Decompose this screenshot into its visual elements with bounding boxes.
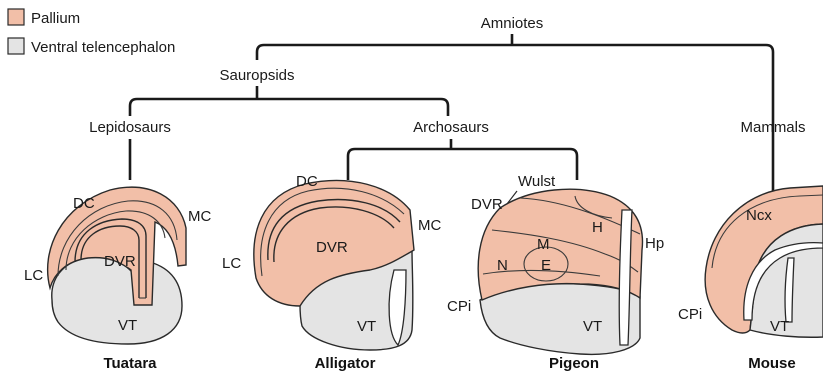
node-label-amniotes: Amniotes xyxy=(481,15,544,32)
species-name-tuatara: Tuatara xyxy=(103,355,157,372)
alligator-label-lc: LC xyxy=(222,255,241,272)
pigeon-label-m: M xyxy=(537,236,550,253)
node-label-sauropsids: Sauropsids xyxy=(219,67,294,84)
legend-label-ventral-telencephalon: Ventral telencephalon xyxy=(31,39,175,56)
legend-label-pallium: Pallium xyxy=(31,10,80,27)
pigeon-ventral-telencephalon xyxy=(480,284,640,355)
pigeon-label-hp: Hp xyxy=(645,235,664,252)
tuatara-label-vt: VT xyxy=(118,317,137,334)
pigeon-label-n: N xyxy=(497,257,508,274)
alligator-label-mc: MC xyxy=(418,217,441,234)
pigeon-label-vt: VT xyxy=(583,318,602,335)
pigeon-label-dvr: DVR xyxy=(471,196,503,213)
node-label-lepidosaurs: Lepidosaurs xyxy=(89,119,171,136)
tuatara-label-mc: MC xyxy=(188,208,211,225)
tuatara-label-lc: LC xyxy=(24,267,43,284)
alligator-brain: DC MC LC DVR VT Alligator xyxy=(222,173,441,372)
tuatara-brain: DC MC LC DVR VT Tuatara xyxy=(24,187,211,372)
node-label-archosaurs: Archosaurs xyxy=(413,119,489,136)
tuatara-label-dvr: DVR xyxy=(104,253,136,270)
tuatara-label-dc: DC xyxy=(73,195,95,212)
mouse-label-cpi: CPi xyxy=(678,306,702,323)
mouse-brain: Ncx CPi VT Mouse xyxy=(678,186,823,372)
legend-swatch-pallium xyxy=(8,9,24,25)
pigeon-label-e: E xyxy=(541,257,551,274)
alligator-label-dvr: DVR xyxy=(316,239,348,256)
node-label-mammals: Mammals xyxy=(740,119,805,136)
phylogenetic-tree: Amniotes Sauropsids Lepidosaurs Archosau… xyxy=(89,15,805,192)
legend: Pallium Ventral telencephalon xyxy=(8,9,175,56)
pigeon-label-wulst: Wulst xyxy=(518,173,556,190)
alligator-label-dc: DC xyxy=(296,173,318,190)
pigeon-label-cpi: CPi xyxy=(447,298,471,315)
species-name-alligator: Alligator xyxy=(315,355,376,372)
legend-swatch-ventral-telencephalon xyxy=(8,38,24,54)
species-name-mouse: Mouse xyxy=(748,355,796,372)
pigeon-brain: Wulst DVR H M Hp N E CPi VT Pigeon xyxy=(447,173,664,372)
pigeon-label-h: H xyxy=(592,219,603,236)
species-name-pigeon: Pigeon xyxy=(549,355,599,372)
alligator-label-vt: VT xyxy=(357,318,376,335)
mouse-label-vt: VT xyxy=(770,318,789,335)
mouse-label-ncx: Ncx xyxy=(746,207,772,224)
pigeon-pallium xyxy=(478,189,642,300)
